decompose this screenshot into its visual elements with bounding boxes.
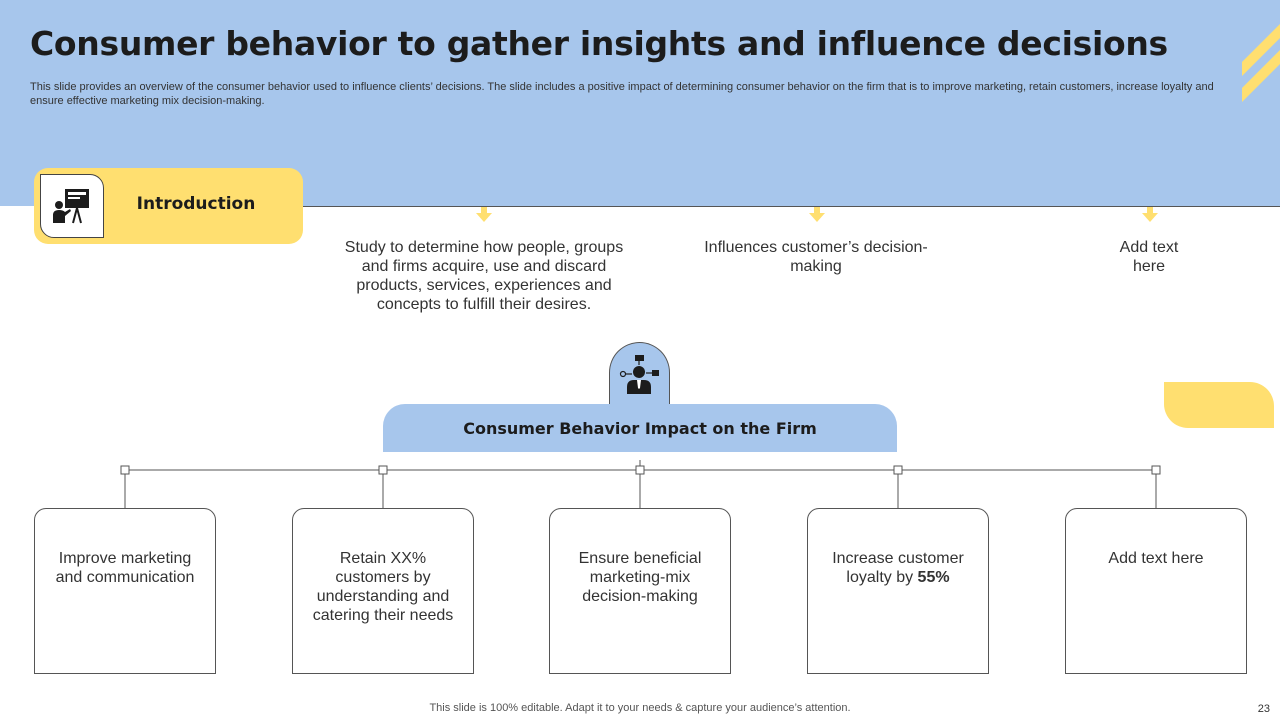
introduction-icon-box	[40, 174, 104, 238]
page-title: Consumer behavior to gather insights and…	[30, 24, 1168, 63]
header-divider	[300, 206, 1280, 207]
connector-lines	[120, 460, 1161, 508]
loyalty-text: Increase customer loyalty by	[832, 550, 964, 586]
impact-card-retain: Retain XX% customers by understanding an…	[292, 508, 474, 674]
arrow-down-icon	[476, 207, 492, 222]
info-point-decision-making: Influences customer’s decision-making	[704, 239, 928, 275]
presenter-board-icon	[53, 189, 89, 224]
info-point-definition: Study to determine how people, groups an…	[344, 239, 624, 313]
introduction-label: Introduction	[136, 194, 256, 214]
info-point-placeholder: Add text here	[1119, 239, 1179, 275]
page-subtitle: This slide provides an overview of the c…	[30, 81, 1214, 107]
page-number: 23	[1257, 703, 1270, 715]
footer-note: This slide is 100% editable. Adapt it to…	[429, 702, 851, 714]
arrow-down-icon	[809, 207, 825, 222]
impact-card-marketing-mix: Ensure beneficial marketing-mix decision…	[549, 508, 731, 674]
impact-title: Consumer Behavior Impact on the Firm	[463, 418, 817, 438]
impact-title-bar: Consumer Behavior Impact on the Firm	[383, 404, 897, 452]
decorative-yellow-shape	[1164, 382, 1274, 428]
impact-card-loyalty: Increase customer loyalty by 55%	[807, 508, 989, 674]
impact-icon-tab	[609, 342, 670, 404]
arrow-down-icon	[1142, 207, 1158, 222]
businessman-network-icon	[619, 354, 659, 394]
impact-card-marketing: Improve marketing and communication	[34, 508, 216, 674]
decorative-stripes-icon	[1242, 24, 1280, 102]
loyalty-percentage: 55%	[917, 569, 950, 586]
impact-card-placeholder: Add text here	[1065, 508, 1247, 674]
